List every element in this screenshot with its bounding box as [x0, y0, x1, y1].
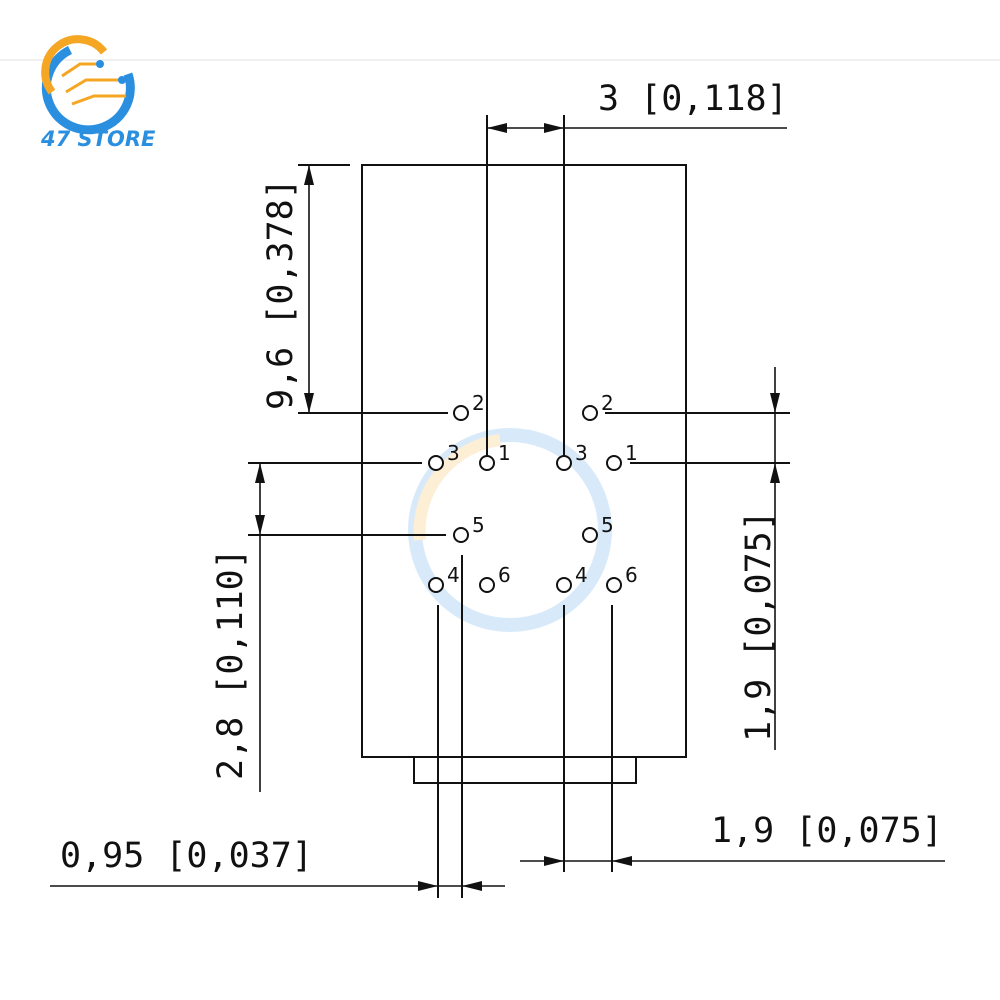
dim-top-spacing: 3 [0,118] [598, 79, 788, 119]
arrow-down-icon [304, 393, 314, 413]
pin-3-left [428, 455, 444, 471]
arrow-up-icon [304, 165, 314, 185]
logo-node-icon [96, 60, 104, 68]
watermark-logo [408, 428, 612, 632]
logo-orange-arc-icon [41, 35, 108, 95]
arrow-left-icon [612, 856, 632, 866]
pin-label: 4 [575, 563, 588, 587]
pin-3-right [556, 455, 572, 471]
pin-label: 3 [575, 441, 588, 465]
pin-label: 6 [625, 563, 638, 587]
connector-base-tab [413, 756, 637, 784]
brand-logo: 47 STORE [40, 35, 156, 151]
pin-2-right [582, 405, 598, 421]
dim-left-height: 2,8 [0,110] [211, 548, 251, 780]
pin-1-left [479, 455, 495, 471]
arrow-up-icon [255, 463, 265, 483]
logo-node-icon [118, 76, 126, 84]
arrow-down-icon [255, 515, 265, 535]
arrow-up-icon [770, 463, 780, 483]
arrow-right-icon [544, 856, 564, 866]
pin-label: 1 [625, 441, 638, 465]
logo-node-icon [126, 92, 134, 100]
dim-top-height: 9,6 [0,378] [261, 178, 301, 410]
pin-label: 5 [601, 513, 614, 537]
logo-circuit-icon [61, 62, 128, 106]
pin-label: 1 [498, 441, 511, 465]
pin-6-left [479, 577, 495, 593]
pin-5-right [582, 527, 598, 543]
pin-label: 2 [601, 391, 614, 415]
right-pin-group: 2 3 1 5 4 6 [556, 391, 638, 593]
brand-name: 47 STORE [40, 127, 156, 151]
arrow-left-icon [544, 123, 564, 133]
pin-2-left [453, 405, 469, 421]
pin-6-right [606, 577, 622, 593]
dim-bottom-right-width: 1,9 [0,075] [711, 811, 943, 851]
pin-label: 6 [498, 563, 511, 587]
pin-5-left [453, 527, 469, 543]
arrow-right-icon [487, 123, 507, 133]
arrow-left-icon [462, 881, 482, 891]
arrow-down-icon [770, 393, 780, 413]
pin-label: 2 [472, 391, 485, 415]
pin-label: 3 [447, 441, 460, 465]
pin-4-right [556, 577, 572, 593]
logo-blue-arc-icon [41, 45, 135, 135]
pin-4-left [428, 577, 444, 593]
dim-bottom-left-width: 0,95 [0,037] [60, 836, 313, 876]
pin-label: 5 [472, 513, 485, 537]
left-pin-group: 2 3 1 5 4 6 [428, 391, 511, 593]
dim-right-height: 1,9 [0,075] [739, 510, 779, 742]
pin-1-right [606, 455, 622, 471]
pin-label: 4 [447, 563, 460, 587]
arrow-right-icon [418, 881, 438, 891]
